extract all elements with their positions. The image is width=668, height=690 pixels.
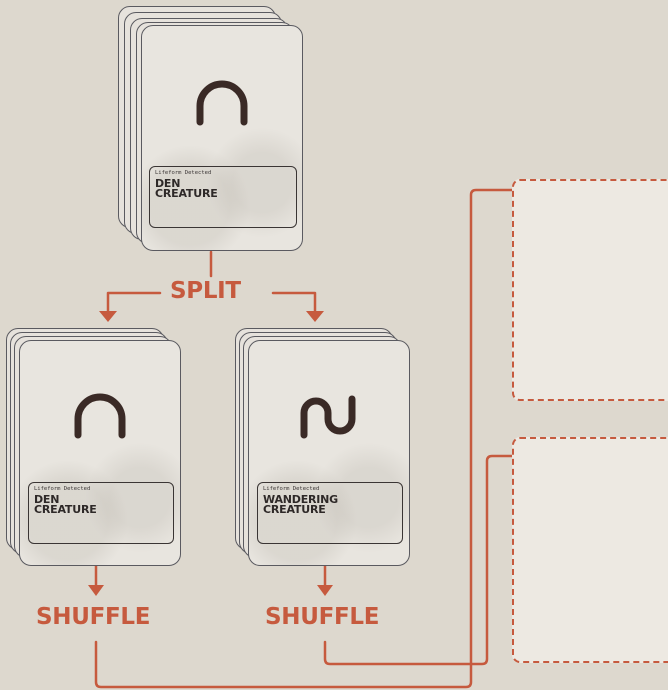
- left-shuffle-label: SHUFFLE: [36, 604, 151, 630]
- arch-icon: [74, 393, 126, 439]
- split-label: SPLIT: [170, 278, 241, 304]
- card-label-box: Lifeform Detected DEN CREATURE: [149, 166, 297, 228]
- right-to-lower-slot-line: [323, 454, 533, 666]
- arch-icon: [196, 80, 248, 126]
- card-title-line1: DEN: [34, 492, 60, 506]
- card-label-box: Lifeform Detected DEN CREATURE: [28, 482, 174, 544]
- card-subtitle: Lifeform Detected: [263, 486, 320, 492]
- split-left-arrowhead: [99, 311, 117, 322]
- split-left-line: [106, 291, 162, 314]
- left-shuffle-arrowhead: [88, 585, 104, 596]
- card-title-line2: CREATURE: [263, 502, 326, 516]
- lower-slot[interactable]: [512, 437, 668, 663]
- card-title-line2: CREATURE: [34, 502, 97, 516]
- wave-icon: [300, 395, 356, 439]
- left-deck-card-face: Lifeform Detected DEN CREATURE: [19, 340, 181, 566]
- split-right-line: [271, 291, 317, 314]
- card-title-line1: WANDERING: [263, 492, 339, 506]
- right-shuffle-arrowhead: [317, 585, 333, 596]
- card-subtitle: Lifeform Detected: [155, 170, 212, 176]
- right-shuffle-label: SHUFFLE: [265, 604, 380, 630]
- upper-slot[interactable]: [512, 179, 668, 401]
- card-title-line1: DEN: [155, 176, 181, 190]
- card-title-line2: CREATURE: [155, 186, 218, 200]
- top-deck-card-face: Lifeform Detected DEN CREATURE: [141, 25, 303, 251]
- left-to-upper-slot-line: [94, 188, 533, 689]
- split-right-arrowhead: [306, 311, 324, 322]
- card-label-box: Lifeform Detected WANDERING CREATURE: [257, 482, 403, 544]
- right-deck-card-face: Lifeform Detected WANDERING CREATURE: [248, 340, 410, 566]
- card-subtitle: Lifeform Detected: [34, 486, 91, 492]
